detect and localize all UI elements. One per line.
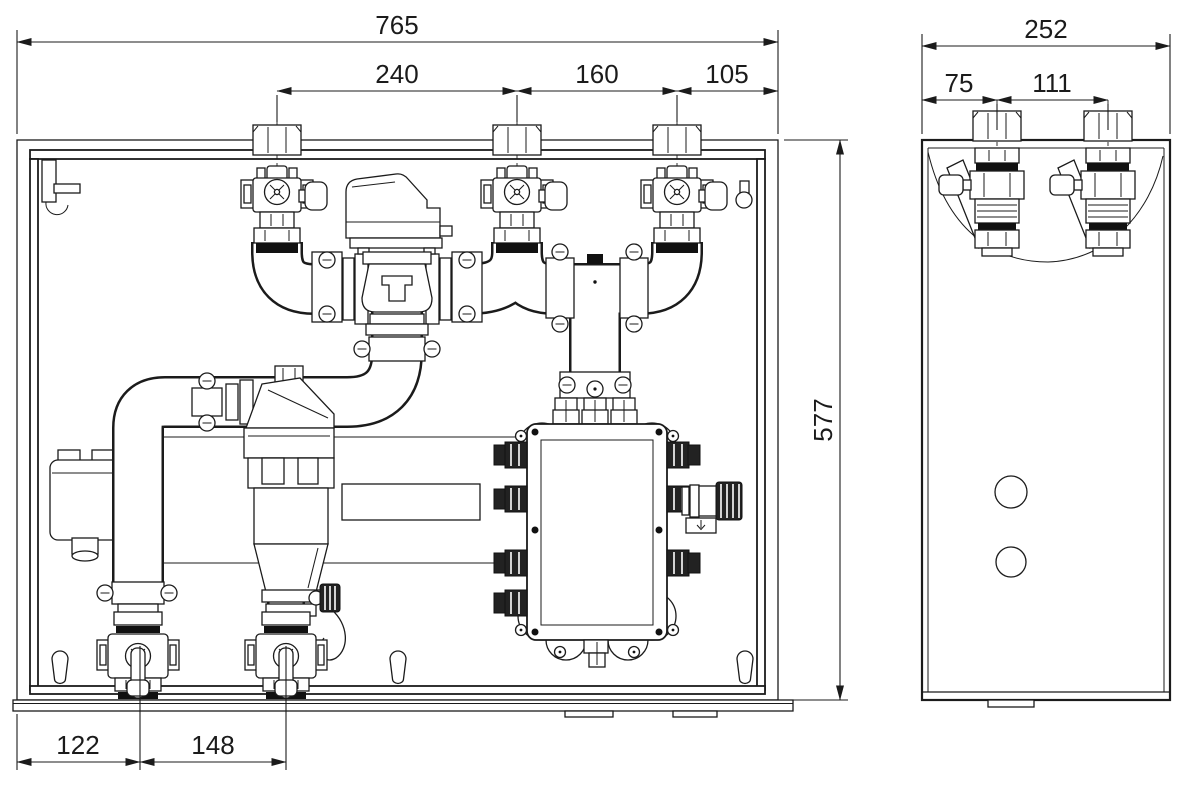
valve-actuator: [345, 173, 453, 255]
mounting-keyholes: [51, 650, 754, 685]
wall-box: [49, 449, 123, 562]
side-view: [920, 100, 1172, 708]
front-view: [12, 96, 794, 718]
dimension-front-total-width: 765: [16, 10, 779, 134]
enclosure-side: [920, 138, 1172, 708]
dim-text-148: 148: [191, 730, 234, 760]
junction-box: [493, 422, 701, 668]
side-valve-assembly-2: [1049, 147, 1136, 257]
dim-text-105: 105: [705, 59, 748, 89]
dim-text-122: 122: [56, 730, 99, 760]
air-vent: [587, 254, 603, 264]
top-stud-1: [252, 124, 302, 156]
dim-text-160: 160: [575, 59, 618, 89]
dimensions: 765 240 160 105 577 122: [16, 10, 1171, 770]
section-break-arc: [927, 151, 1164, 263]
enclosure-front: [12, 139, 794, 718]
three-way-mixing-valve: [345, 173, 453, 313]
cable-entry-hole-1: [994, 475, 1028, 509]
ball-valve-top-3: [641, 166, 727, 253]
back-panel-details: [41, 159, 754, 685]
bottom-gland: [583, 639, 609, 668]
dimension-front-bottom-spacings: 122 148: [16, 646, 287, 770]
dim-text-111: 111: [1032, 68, 1072, 98]
magnetic-filter: [243, 365, 346, 661]
ball-valve-top-1: [241, 166, 327, 253]
dim-text-252: 252: [1024, 14, 1067, 44]
pipe-fittings: [96, 243, 649, 614]
ball-valve-top-2: [481, 166, 567, 253]
junction-top-fitting: [552, 371, 638, 425]
dimension-front-height: 577: [784, 139, 848, 701]
safety-valve: [681, 481, 743, 534]
dimension-front-port-spacings: 240 160 105: [276, 59, 779, 122]
dimension-side-port-spacings: 75 111: [921, 68, 1109, 130]
rating-label-plate: [341, 483, 481, 521]
flow-arrow-icon: [696, 520, 706, 531]
dim-text-577: 577: [808, 398, 838, 441]
dimension-side-total-depth: 252: [921, 14, 1171, 134]
sensor-stubs: [552, 397, 638, 425]
left-hook: [41, 159, 81, 216]
valve-port-plate: [381, 275, 413, 302]
cable-glands: [493, 441, 701, 668]
top-stud-2: [492, 124, 542, 156]
actuator-stub: [439, 225, 453, 237]
top-stud-3: [652, 124, 702, 156]
dim-text-765: 765: [375, 10, 418, 40]
junction-box-lid: [526, 423, 668, 641]
dim-text-75: 75: [945, 68, 974, 98]
back-panel: [37, 158, 758, 687]
bottom-flange: [12, 699, 794, 712]
side-valve-assembly-1: [938, 147, 1025, 257]
cable-entry-hole-2: [995, 546, 1027, 578]
right-hook: [735, 180, 753, 209]
dim-text-240: 240: [375, 59, 418, 89]
